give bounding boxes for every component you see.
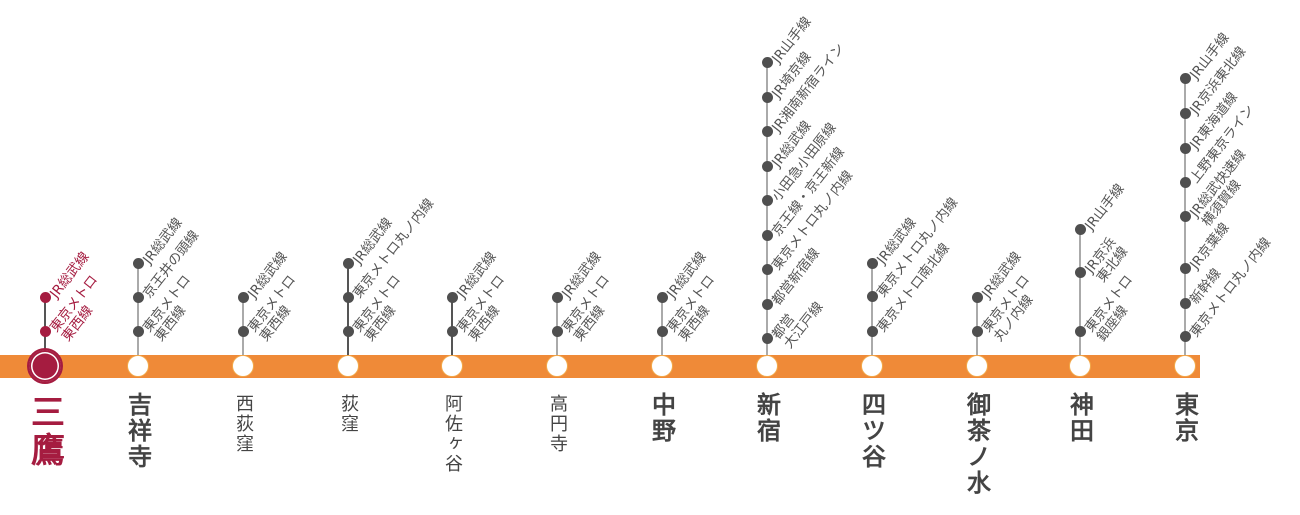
station-name[interactable]: 神田 [1065,392,1095,444]
transfer-stem [766,62,768,360]
transfer-dot [761,263,773,275]
transfer-line-label: 東京メトロ 銀座線 [1081,272,1137,345]
transfer-dot [446,325,458,337]
station-name[interactable]: 荻窪 [338,394,359,434]
transfer-dot [1179,210,1191,222]
station-marker[interactable] [546,355,568,377]
transfer-dot [342,291,354,303]
transfer-dot [39,325,51,337]
station-name[interactable]: 高円寺 [547,394,568,454]
transfer-dot [1179,72,1191,84]
transfer-dot [1179,330,1191,342]
station-name[interactable]: 阿佐ヶ谷 [442,394,463,474]
transfer-dot [1074,266,1086,278]
station-marker[interactable] [232,355,254,377]
station-marker[interactable] [651,355,673,377]
transfer-line-label: JR山手線 [1081,181,1128,234]
transfer-dot [866,257,878,269]
transfer-dot [656,325,668,337]
station-name[interactable]: 御茶ノ水 [962,392,992,496]
transfer-dot [971,325,983,337]
transfer-dot [342,325,354,337]
transfer-dot [446,291,458,303]
transfer-dot [866,325,878,337]
station-name[interactable]: 東京 [1170,392,1200,444]
transfer-dot [132,325,144,337]
transfer-stem [347,263,349,360]
station-name[interactable]: 三鷹 [24,394,65,470]
transfer-dot [761,56,773,68]
station-marker[interactable] [861,355,883,377]
transfer-dot [1179,297,1191,309]
station-marker[interactable] [337,355,359,377]
transfer-dot [1179,176,1191,188]
transfer-dot [656,291,668,303]
transfer-dot [761,91,773,103]
station-marker[interactable] [441,355,463,377]
station-name[interactable]: 吉祥寺 [123,392,153,470]
station-name[interactable]: 四ツ谷 [857,392,887,470]
transfer-dot [1179,107,1191,119]
transfer-stem [137,263,139,360]
transfer-stem [871,263,873,360]
transfer-dot [761,194,773,206]
transfer-dot [551,325,563,337]
transfer-dot [761,125,773,137]
transfer-dot [971,291,983,303]
transfer-dot [132,291,144,303]
transfer-stem [1079,229,1081,360]
transfer-dot [1179,262,1191,274]
transfer-dot [39,291,51,303]
station-marker[interactable] [966,355,988,377]
station-marker[interactable] [127,355,149,377]
transfer-dot [866,290,878,302]
transfer-dot [761,160,773,172]
transfer-dot [761,229,773,241]
transfer-dot [342,257,354,269]
transfer-dot [1074,223,1086,235]
station-marker[interactable] [1174,355,1196,377]
station-name[interactable]: 新宿 [752,392,782,444]
station-name[interactable]: 西荻窪 [233,394,254,454]
station-marker[interactable] [27,348,63,384]
station-marker[interactable] [756,355,778,377]
transfer-dot [761,332,773,344]
transfer-dot [761,298,773,310]
line-track [0,355,1200,378]
transfer-dot [1074,325,1086,337]
station-name[interactable]: 中野 [647,392,677,444]
transfer-dot [551,291,563,303]
transfer-dot [237,325,249,337]
transfer-dot [237,291,249,303]
transfer-dot [132,257,144,269]
transfer-dot [1179,142,1191,154]
station-marker[interactable] [1069,355,1091,377]
